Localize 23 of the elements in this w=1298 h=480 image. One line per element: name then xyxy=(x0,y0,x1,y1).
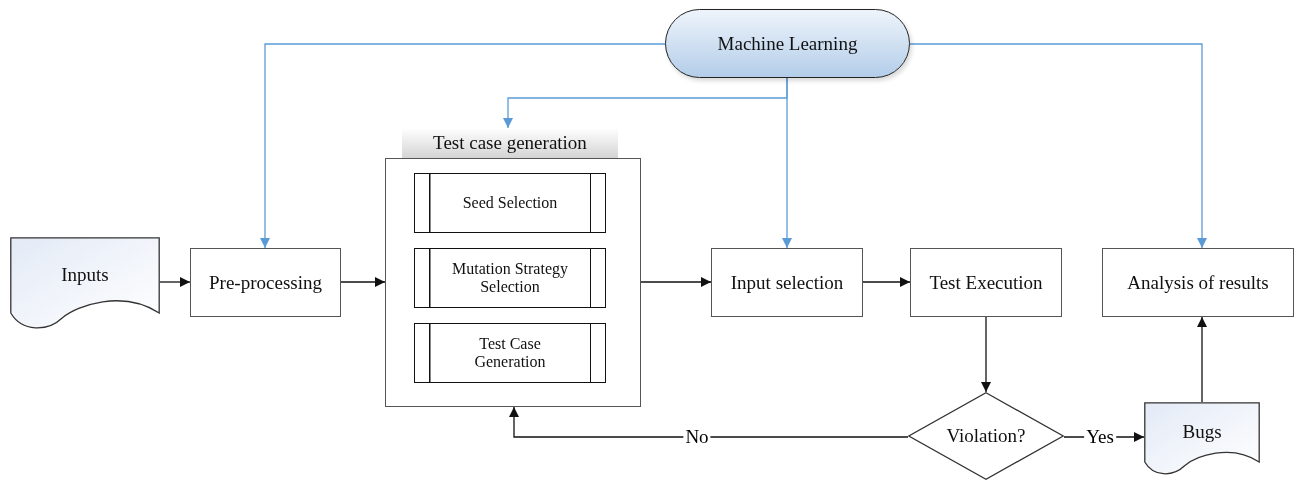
process-box: Test Execution xyxy=(910,248,1062,317)
group-container xyxy=(385,128,641,407)
arrow xyxy=(782,77,792,249)
arrow xyxy=(340,277,386,287)
arrow xyxy=(909,43,1207,249)
document-shape: Bugs xyxy=(1144,402,1260,477)
terminator-shape: Machine Learning xyxy=(665,9,910,78)
arrow xyxy=(862,277,911,287)
decision-diamond: Violation? xyxy=(908,392,1064,480)
subprocess-box: Test Case Generation xyxy=(414,323,606,383)
process-box: Analysis of results xyxy=(1102,248,1294,317)
document-shape: Inputs xyxy=(10,237,160,332)
process-box: Input selection xyxy=(711,248,863,317)
subprocess-box: Mutation Strategy Selection xyxy=(414,248,606,308)
arrow xyxy=(640,277,712,287)
arrow xyxy=(159,277,191,287)
arrow xyxy=(509,406,909,438)
process-box: Pre-processing xyxy=(190,248,341,317)
arrow xyxy=(260,43,666,249)
subprocess-box: Seed Selection xyxy=(414,173,606,233)
arrow xyxy=(1197,316,1207,403)
group-heading: Test case generation xyxy=(402,128,618,158)
arrow xyxy=(981,316,991,393)
